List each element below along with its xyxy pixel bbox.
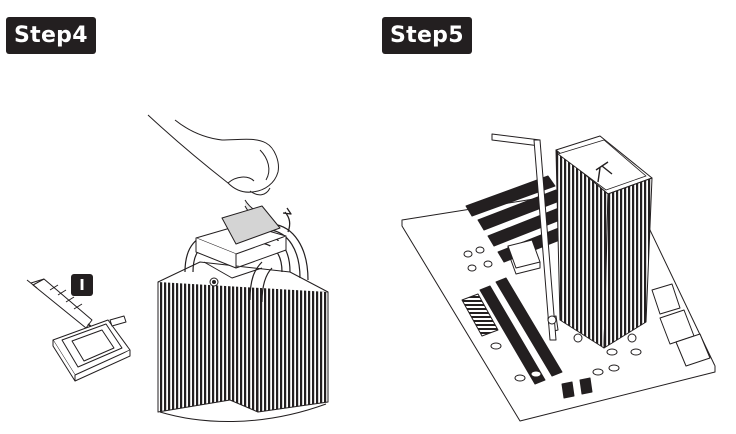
step4-illustration (26, 114, 329, 422)
pcie-slots (461, 277, 563, 385)
step5-illustration (401, 133, 716, 422)
cold-plate (195, 205, 287, 287)
fan-logo-icon (595, 161, 613, 183)
rear-io-ports (651, 283, 711, 367)
tower-cooler (547, 135, 653, 349)
capacitors (463, 246, 642, 382)
heatsink-fin-stack (157, 261, 329, 422)
step-5-label: Step5 (382, 17, 472, 54)
cpu-socket-icon (52, 315, 131, 382)
mounting-rod (491, 133, 557, 341)
step-4-label: Step4 (6, 17, 96, 54)
step-marker-badge: I (71, 274, 93, 296)
